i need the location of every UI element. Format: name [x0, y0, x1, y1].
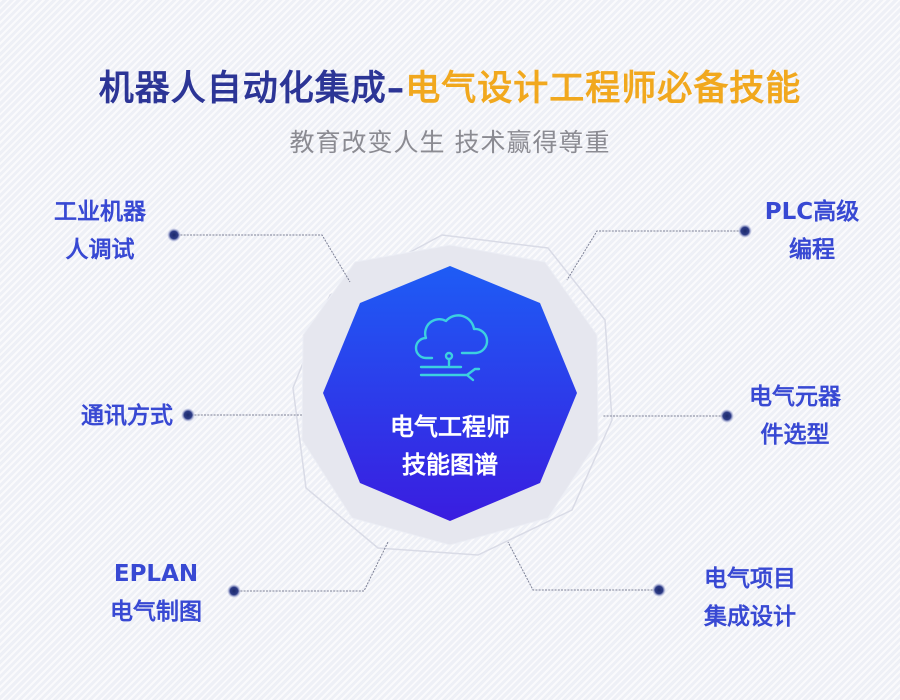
page-title: 机器人自动化集成–电气设计工程师必备技能: [0, 66, 900, 112]
dot-middle-right: [720, 409, 734, 423]
skill-line2: 集成设计: [704, 604, 796, 630]
dot-top-left: [167, 228, 181, 242]
skill-line1: 电气项目: [704, 566, 796, 592]
connectors: [174, 230, 745, 592]
page-subtitle: 教育改变人生 技术赢得尊重: [289, 128, 611, 157]
skill-eplan-drawing: EPLAN 电气制图: [96, 555, 216, 631]
connector-top-left: [174, 234, 351, 283]
skill-plc-advanced-programming: PLC高级 编程: [752, 193, 872, 269]
skill-line1: EPLAN: [113, 561, 199, 587]
skill-line1: 工业机器: [54, 199, 146, 225]
skill-communication-methods: 通讯方式: [72, 397, 182, 435]
center-polygon: [323, 266, 577, 521]
center-label-line2: 技能图谱: [402, 451, 498, 479]
connector-bottom-right: [507, 541, 659, 591]
skill-component-selection: 电气元器 件选型: [735, 378, 855, 454]
cloud-network-icon: [414, 314, 489, 382]
center-label: 电气工程师 技能图谱: [350, 408, 550, 484]
skill-industrial-robot-debugging: 工业机器 人调试: [40, 193, 160, 269]
title-accent: 电气设计工程师必备技能: [405, 69, 802, 109]
dot-bottom-right: [652, 583, 666, 597]
dot-middle-left: [181, 408, 195, 422]
skill-line1: PLC高级: [764, 199, 860, 225]
connector-top-right: [566, 230, 745, 281]
skill-line2: 电气制图: [110, 599, 202, 625]
skill-line1: 电气元器: [749, 384, 841, 410]
center-label-line1: 电气工程师: [390, 413, 510, 441]
skill-line2: 人调试: [65, 237, 135, 263]
skill-project-integration-design: 电气项目 集成设计: [690, 560, 810, 636]
skill-line1: 通讯方式: [81, 403, 173, 429]
connector-bottom-left: [234, 541, 389, 592]
connector-dots: [167, 224, 752, 598]
dot-top-right: [738, 224, 752, 238]
skill-line2: 件选型: [760, 422, 830, 448]
title-primary: 机器人自动化集成–: [98, 69, 406, 109]
skill-line2: 编程: [789, 237, 835, 263]
dot-bottom-left: [227, 584, 241, 598]
